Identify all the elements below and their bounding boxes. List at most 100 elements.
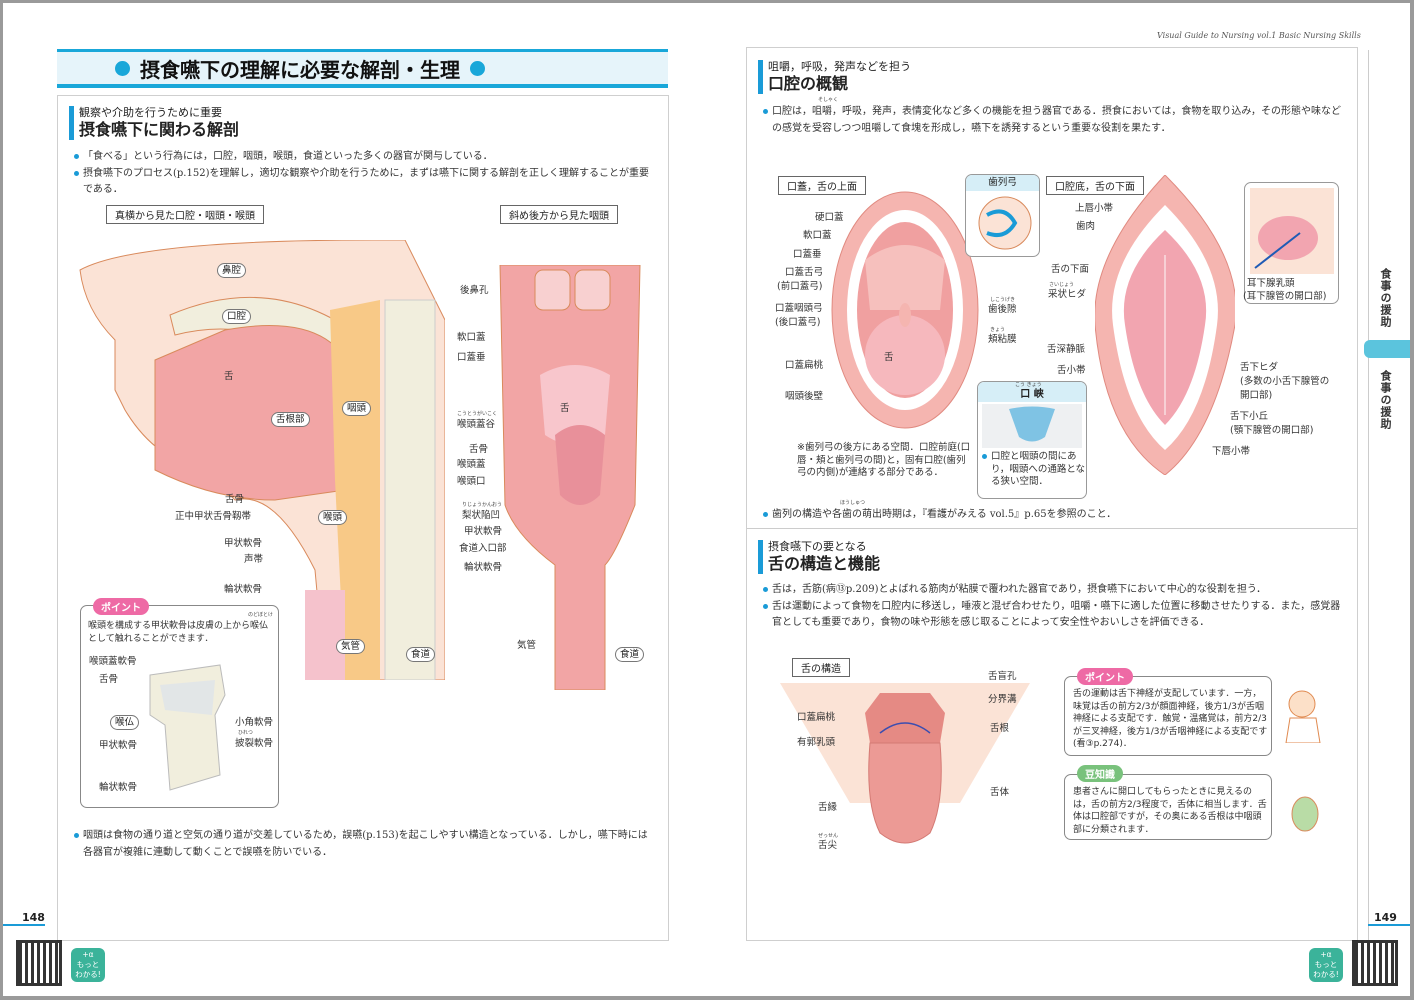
qr-code[interactable] <box>16 940 62 986</box>
teeth-note: 歯列の構造や各歯の萌出時期は，『看護がみえる vol.5』p.65を参照のこと． <box>763 507 1348 524</box>
ruby: のどぼとけ <box>248 612 274 618</box>
label-cricoid-cartilage: 輪状軟骨 <box>224 584 263 595</box>
intro-text: 「食べる」という行為には，口腔，咽頭，喉頭，食道といった多くの器官が関与している… <box>74 149 656 199</box>
open-mouth-upper-illustration <box>831 191 979 429</box>
tongue-text: 舌は，舌筋(病⑬p.209)とよばれる筋肉が粘膜で覆われた器官であり，摂食嚥下に… <box>763 582 1348 632</box>
section-heading: 摂食嚥下の要となる 舌の構造と機能 <box>758 540 880 574</box>
label-tongue-root: 舌根部 <box>271 412 310 427</box>
bullet-text: 摂食嚥下のプロセス(p.152)を理解し，適切な観察や介助を行うために，まずは嚥… <box>74 166 656 199</box>
label-trachea: 気管 <box>517 640 537 651</box>
label-pharynx: 咽頭 <box>342 401 372 416</box>
label-tongue-margin: 舌縁 <box>818 802 838 813</box>
parotid-papilla-illustration <box>1250 188 1334 274</box>
label-esophagus: 食道 <box>406 647 436 662</box>
label-esophagus: 食道 <box>615 647 645 662</box>
bullet-text: 「食べる」という行為には，口腔，咽頭，喉頭，食道といった多くの器官が関与している… <box>74 149 656 166</box>
side-tab-meal-assistance[interactable]: 食事の援助 <box>1379 370 1392 430</box>
ruby: りじょうかんおう <box>462 502 503 508</box>
dental-arch-head-illustration <box>978 196 1032 250</box>
section-title: 舌の構造と機能 <box>768 554 881 573</box>
label-tongue-underside: 舌の下面 <box>1051 264 1090 275</box>
label-hyoid: 舌骨 <box>469 444 489 455</box>
label-parotid-papilla-note: (耳下腺管の開口部) <box>1243 291 1327 302</box>
figure-label: 真横から見た口腔・咽頭・喉頭 <box>106 205 264 224</box>
page-number: 149 <box>1374 911 1397 924</box>
badge-line: もっと <box>76 960 100 969</box>
label-uvula: 口蓋垂 <box>793 249 822 260</box>
oral-intro-text: 口腔は，咀嚼，呼吸，発声，表情変化など多くの機能を担う器官である．摂食においては… <box>763 104 1348 137</box>
section-subtitle: 観察や介助を行うために重要 <box>79 106 222 119</box>
label-tongue-root: 舌根 <box>990 723 1010 734</box>
label-vallate-papillae: 有郭乳頭 <box>797 737 836 748</box>
ruby: こう きょう <box>1015 382 1042 388</box>
label-uvula: 口蓋垂 <box>457 352 486 363</box>
ruby: そしゃく <box>818 97 839 103</box>
divider <box>747 528 1357 529</box>
label-vallecula: 喉頭蓋谷 <box>457 419 496 430</box>
label-palatine-tonsil: 口蓋扁桃 <box>797 712 836 723</box>
label-lower-lip-frenulum: 下唇小帯 <box>1212 446 1251 457</box>
label-nasal-cavity: 鼻腔 <box>217 263 247 278</box>
bullet-text: 歯列の構造や各歯の萌出時期は，『看護がみえる vol.5』p.65を参照のこと． <box>763 507 1348 524</box>
label-thyrohyoid-ligament: 正中甲状舌骨靱帯 <box>175 511 252 522</box>
asterisk-note: ※歯列弓の後方にある空間．口腔前庭(口唇・頬と歯列弓の間)と，固有口腔(歯列弓の… <box>797 442 971 478</box>
trivia-text: 患者さんに開口してもらったときに見えるのは，舌の前方2/3程度で，舌体に相当しま… <box>1073 787 1267 835</box>
side-tab-marker[interactable] <box>1364 340 1412 358</box>
bullet-text: 口腔と咽頭の間にあり，咽頭への通路となる狭い空間． <box>982 451 1086 489</box>
label-fimbriated-fold: 采状ヒダ <box>1048 289 1087 300</box>
bullet-text: 口腔は，咀嚼，呼吸，発声，表情変化など多くの機能を担う器官である．摂食においては… <box>763 104 1348 137</box>
label-tongue: 舌 <box>884 352 894 363</box>
badge-line: もっと <box>1314 960 1338 969</box>
inset-title: 歯列弓 <box>966 175 1039 191</box>
label-tongue-tip: 舌尖 <box>818 840 838 851</box>
side-tab-meal-assistance[interactable]: 食事の援助 <box>1379 268 1392 328</box>
label-cricoid-cartilage: 輪状軟骨 <box>464 562 503 573</box>
aspiration-text: 咽頭は食物の通り道と空気の通り道が交差しているため，誤嚥(p.153)を起こしや… <box>74 828 656 861</box>
label-retromolar-space: 歯後隙 <box>988 304 1017 315</box>
figure-label: 斜め後方から見た咽頭 <box>500 205 618 224</box>
label-thyroid-cartilage: 甲状軟骨 <box>99 740 138 751</box>
point-badge: ポイント <box>93 598 149 615</box>
ruby: ほうしゅつ <box>840 500 866 506</box>
page-number-rule <box>3 924 45 926</box>
point-box <box>1064 676 1272 756</box>
label-larynx: 喉頭 <box>318 510 348 525</box>
label-epiglottic-cartilage: 喉頭蓋軟骨 <box>89 656 137 667</box>
label-tongue-body: 舌体 <box>990 787 1010 798</box>
ruby: こうとうがいこく <box>457 411 498 417</box>
fauces-illustration <box>982 404 1082 448</box>
sagittal-head-illustration <box>79 240 445 680</box>
section-heading: 咀嚼，呼吸，発声などを担う 口腔の概観 <box>758 60 911 94</box>
label-piriform-recess: 梨状陥凹 <box>462 510 501 521</box>
ruby: きょう <box>990 327 1006 333</box>
bullet-text: 舌は，舌筋(病⑬p.209)とよばれる筋肉が粘膜で覆われた器官であり，摂食嚥下に… <box>763 582 1348 599</box>
page-number-rule <box>1368 924 1411 926</box>
label-corniculate-cartilage: 小角軟骨 <box>235 717 274 728</box>
label-palatine-tonsil: 口蓋扁桃 <box>785 360 824 371</box>
badge-line: +α <box>82 950 94 959</box>
label-esophageal-inlet: 食道入口部 <box>459 543 507 554</box>
ruby: ぜっせん <box>818 833 839 839</box>
label-epiglottis: 喉頭蓋 <box>457 459 486 470</box>
label-upper-lip-frenulum: 上唇小帯 <box>1075 203 1114 214</box>
chapter-banner: 摂食嚥下の理解に必要な解剖・生理 <box>57 49 668 88</box>
ruby: ひれつ <box>238 730 253 736</box>
label-sublingual-fold-note: (多数の小舌下腺管の <box>1240 376 1330 387</box>
label-oral-cavity: 口腔 <box>222 309 252 324</box>
label-vocal-cord: 声帯 <box>244 554 264 565</box>
bean-character-icon <box>1291 796 1319 832</box>
figure-label: 口腔底，舌の下面 <box>1046 176 1144 195</box>
label-buccal-mucosa: 頬粘膜 <box>988 334 1017 345</box>
section-heading: 観察や介助を行うために重要 摂食嚥下に関わる解剖 <box>69 106 239 140</box>
trivia-badge: 豆知識 <box>1077 765 1123 782</box>
point-badge: ポイント <box>1077 668 1133 685</box>
ruby: しこうげき <box>990 297 1016 303</box>
label-posterior-pharyngeal-wall: 咽頭後壁 <box>785 391 824 402</box>
qr-code[interactable] <box>1352 940 1398 986</box>
label-soft-palate: 軟口蓋 <box>457 332 486 343</box>
bullet-text: 咽頭は食物の通り道と空気の通り道が交差しているため，誤嚥(p.153)を起こしや… <box>74 828 656 861</box>
label-hyoid: 舌骨 <box>225 494 245 505</box>
open-mouth-lower-illustration <box>1095 175 1235 475</box>
